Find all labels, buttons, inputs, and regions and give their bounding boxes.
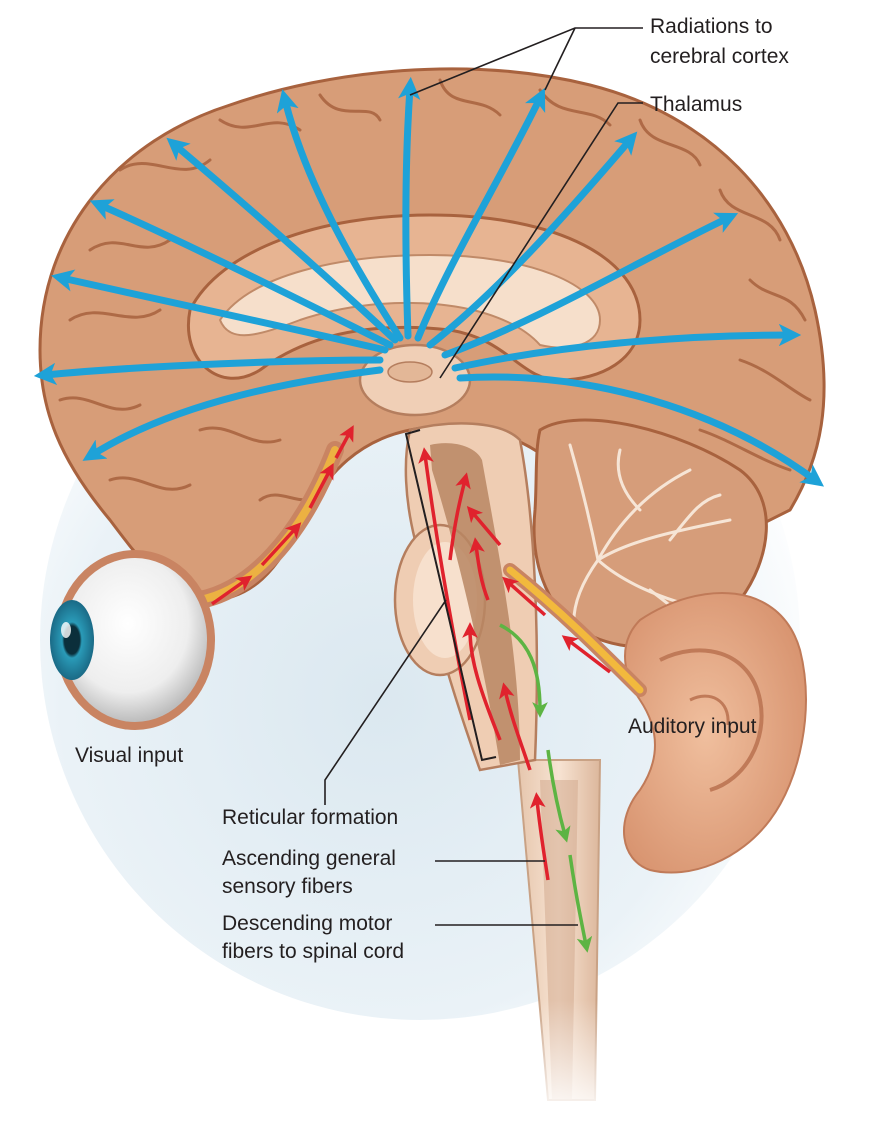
radiation-arrows [33, 76, 825, 487]
ear [503, 563, 807, 874]
label-ascending-line2: sensory fibers [222, 875, 353, 898]
label-descending-fibers: Descending motor fibers to spinal cord [222, 911, 404, 965]
leader-lines [324, 27, 643, 926]
label-ascending-fibers: Ascending general sensory fibers [222, 846, 396, 900]
auditory-ascending-arrows [466, 505, 612, 674]
label-descending-line1: Descending motor [222, 912, 393, 935]
brainstem-ascending-arrows [418, 447, 550, 881]
thalamus [358, 343, 472, 417]
label-radiations: Radiations to cerebral cortex [650, 14, 789, 70]
spinal-cord [500, 759, 620, 1121]
label-descending-line2: fibers to spinal cord [222, 940, 405, 963]
visual-ascending-arrows [210, 425, 354, 606]
label-radiations-line2: cerebral cortex [650, 45, 789, 68]
label-visual-input: Visual input [75, 744, 184, 767]
label-ascending-line1: Ascending general [222, 847, 396, 870]
reticular-formation-bracket [404, 429, 497, 762]
cerebellum [532, 418, 768, 649]
label-auditory-input: Auditory input [628, 715, 757, 738]
label-reticular-formation: Reticular formation [222, 806, 399, 829]
label-thalamus: Thalamus [650, 93, 743, 116]
descending-motor-arrows [499, 623, 593, 953]
label-radiations-line1: Radiations to [650, 15, 773, 38]
